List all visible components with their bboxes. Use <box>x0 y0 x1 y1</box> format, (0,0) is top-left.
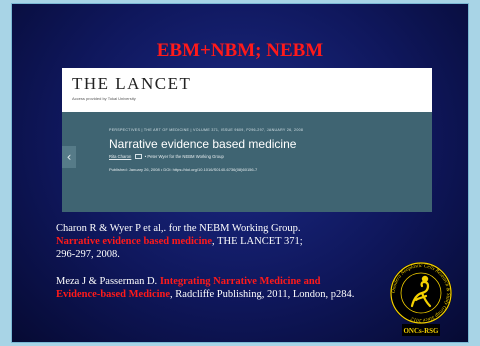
email-icon[interactable] <box>134 154 142 160</box>
article-authors: Rita Charon • Peter Wyer for the NEBM Wo… <box>109 154 224 160</box>
reference-1-title: Narrative evidence based medicine <box>56 236 213 247</box>
slide-title: EBM+NBM; NEBM <box>156 40 324 61</box>
article-meta: PERSPECTIVES | THE ART OF MEDICINE | VOL… <box>109 128 304 132</box>
reference-2: Meza J & Passerman D. Integrating Narrat… <box>56 275 396 301</box>
reference-2-source: , Radcliffe Publishing, 2011, London, p2… <box>170 289 355 300</box>
access-note: Access provided by Tokai University <box>72 96 136 101</box>
author-rest: • Peter Wyer for the NEBM Working Group <box>144 154 224 159</box>
reference-1-pages: 296-297, 2008. <box>56 249 120 260</box>
lancet-logo: THE LANCET <box>72 74 192 93</box>
article-banner: ‹ PERSPECTIVES | THE ART OF MEDICINE | V… <box>62 112 432 212</box>
author-primary[interactable]: Rita Charon <box>109 154 132 159</box>
onc-rsg-logo: Onodera Neoplastic Cells Research & Stud… <box>390 262 452 336</box>
reference-1-authors: Charon R & Wyer P et al,. for the NEBM W… <box>56 223 301 234</box>
figure-icon <box>410 280 432 308</box>
reference-1-source: , THE LANCET 371; <box>212 236 303 247</box>
reference-2-title-line1: Integrating Narrative Medicine and <box>159 276 321 287</box>
article-screenshot: THE LANCET Access provided by Tokai Univ… <box>62 68 432 212</box>
article-title: Narrative evidence based medicine <box>109 137 297 151</box>
reference-2-line1: Meza J & Passerman D. Integrating Narrat… <box>56 275 396 288</box>
previous-arrow-button[interactable]: ‹ <box>62 146 76 168</box>
logo-label: ONCs-RSG <box>403 327 439 335</box>
reference-2-authors: Meza J & Passerman D. <box>56 276 160 287</box>
article-published: Published: January 26, 2008 • DOI: https… <box>109 167 258 172</box>
slide: EBM+NBM; NEBM THE LANCET Access provided… <box>12 4 468 342</box>
reference-1: Charon R & Wyer P et al,. for the NEBM W… <box>56 222 386 261</box>
reference-2-line2: Evidence-based Medicine, Radcliffe Publi… <box>56 288 396 301</box>
reference-1-citation: Narrative evidence based medicine, THE L… <box>56 235 386 248</box>
reference-2-title-line2: Evidence-based Medicine <box>56 289 171 300</box>
